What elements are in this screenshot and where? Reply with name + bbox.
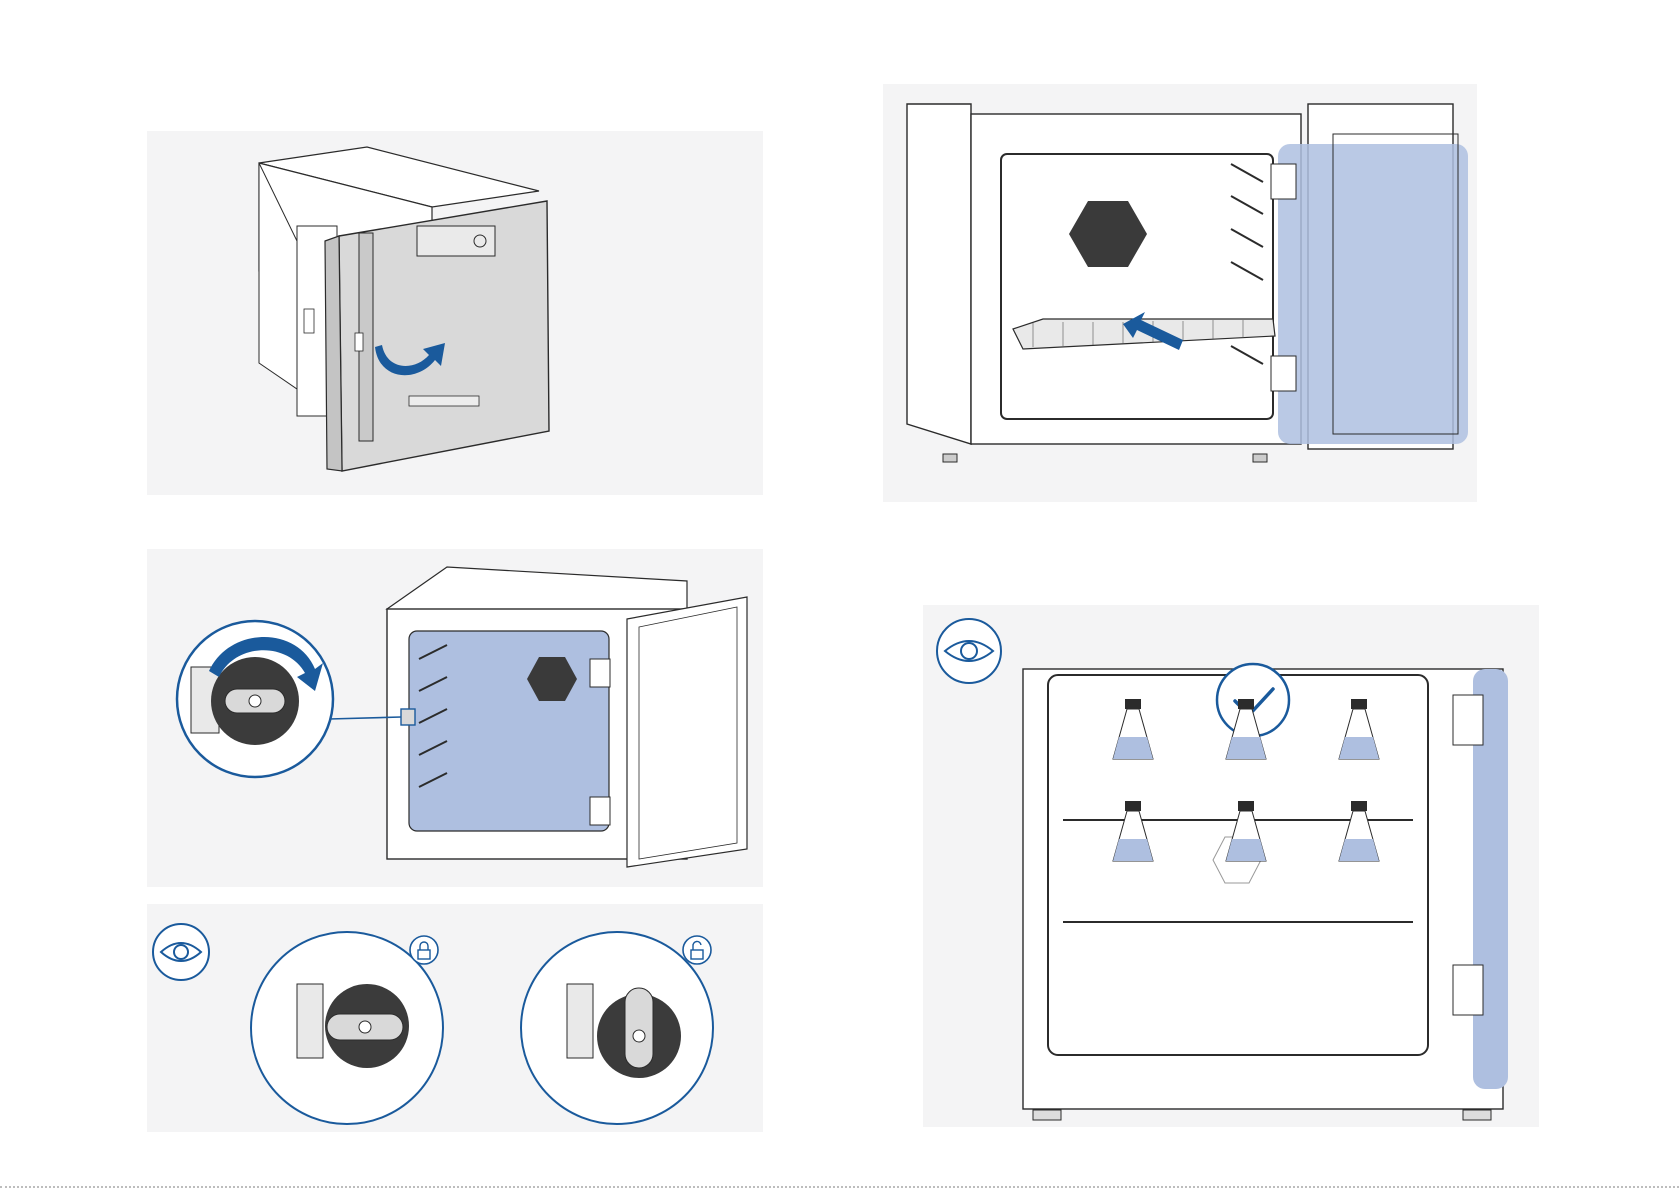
latch-locked	[251, 932, 443, 1124]
door	[325, 201, 549, 471]
panel-turn-latch	[147, 549, 763, 887]
panel-open-door	[147, 131, 763, 495]
latch-zoom	[177, 621, 333, 777]
panel-insert-shelf	[883, 84, 1477, 502]
panel-check-latch	[147, 904, 763, 1132]
eye-icon	[937, 619, 1001, 683]
lock-open-icon	[683, 936, 711, 964]
lock-closed-icon	[410, 936, 438, 964]
eye-icon	[153, 924, 209, 980]
page-footer-divider	[0, 1186, 1679, 1188]
latch-unlocked	[521, 932, 713, 1124]
panel-check-loading	[923, 605, 1539, 1127]
